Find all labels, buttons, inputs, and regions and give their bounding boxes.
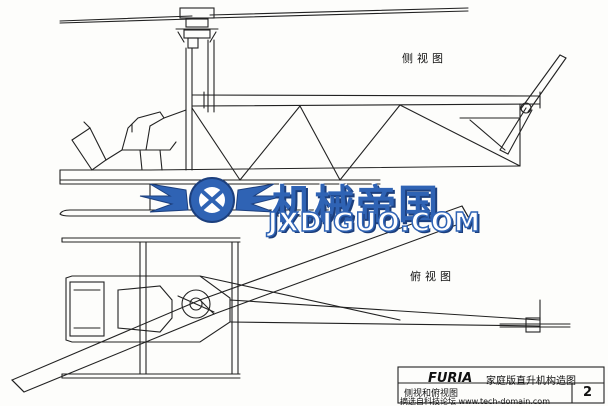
title-block-title: 家庭版直升机构造图 [486, 376, 576, 387]
watermark-gear-logo [139, 177, 285, 223]
tail-rotor-top [499, 299, 571, 333]
rotor-head [175, 7, 219, 49]
tail-boom-side [191, 91, 541, 109]
sheet-number: 2 [583, 385, 593, 400]
tail-rotor-side [459, 54, 567, 155]
title-block-brand: FURIA [428, 371, 473, 386]
nose-frame [59, 121, 151, 185]
watermark-brand-en: JXDIGUO.COM [267, 207, 481, 239]
pilot-seat [121, 109, 187, 171]
main-rotor-blade-top [11, 205, 471, 393]
tail-boom-top [199, 275, 541, 327]
side-view-label: 侧视图 [402, 52, 447, 65]
top-view-label: 俯视图 [410, 270, 455, 283]
main-rotor-blade-side [59, 7, 469, 24]
title-block-subtitle: 侧视和俯视图 [404, 389, 459, 399]
watermark-brand-cn: 机械帝国 [272, 182, 440, 228]
top-view-drawing [11, 205, 571, 393]
landing-skids-top [61, 237, 241, 379]
fuselage-top [65, 275, 231, 343]
rotor-mast [185, 39, 215, 171]
source-credit: 摘选自科技论坛 www.tech-domain.com [400, 397, 550, 406]
title-block-frame [397, 366, 605, 404]
